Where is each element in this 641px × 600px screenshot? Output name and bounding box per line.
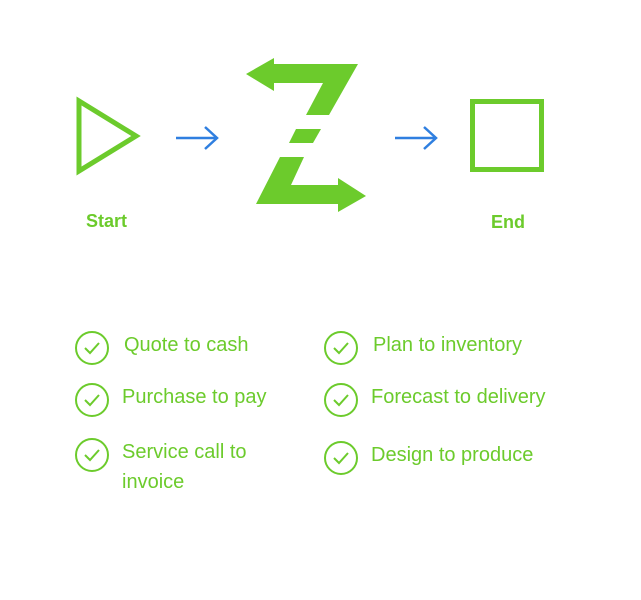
check-circle-icon [324,331,358,365]
process-label: Purchase to pay [122,386,267,408]
z-logo-icon [246,58,366,212]
process-label: Design to produce [371,444,534,466]
start-triangle-icon [76,96,141,176]
process-label: Service call to invoice [122,441,247,493]
list-item: Quote to cash [74,330,249,366]
check-circle-icon [75,438,109,472]
process-label: Forecast to delivery [371,386,546,408]
list-item: Forecast to delivery [323,382,546,418]
flow-diagram [76,58,544,212]
end-square-icon [470,99,544,172]
check-circle-icon [75,331,109,365]
list-item: Design to produce [323,440,533,476]
check-circle-icon [324,383,358,417]
list-item: Purchase to pay [74,382,294,418]
start-label: Start [86,211,128,231]
check-circle-icon [324,441,358,475]
arrow-right-icon [395,126,438,150]
list-item: Plan to inventory [323,330,522,366]
process-label: Quote to cash [124,334,249,356]
process-label: Plan to inventory [373,334,522,356]
list-item: Service call to invoice [74,437,274,497]
arrow-right-icon [176,126,219,150]
end-label: End [491,212,525,232]
check-circle-icon [75,383,109,417]
